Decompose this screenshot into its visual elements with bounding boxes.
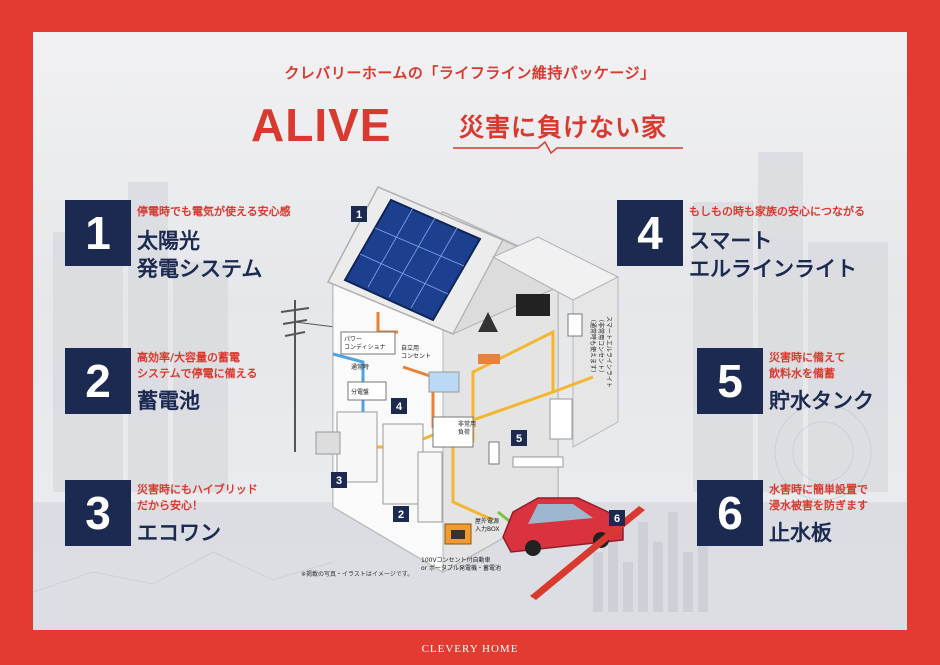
diagram-label: （非常用コンセント） bbox=[597, 316, 605, 376]
diagram-marker-5: 5 bbox=[516, 433, 522, 445]
diagram-marker-3: 3 bbox=[336, 475, 342, 487]
feature-title: 蓄電池 bbox=[137, 389, 200, 413]
diagram-marker-6: 6 bbox=[614, 513, 620, 525]
feature-number-2: 2 bbox=[65, 348, 131, 414]
diagram-marker-1: 1 bbox=[356, 209, 362, 221]
feature-caption: 浸水被害を防ぎます bbox=[769, 499, 868, 512]
diagram-label: パワー bbox=[344, 336, 362, 343]
tagline: 災害に負けない家 bbox=[459, 113, 668, 142]
diagram-marker-2: 2 bbox=[398, 509, 404, 521]
feature-title: エルラインライト bbox=[689, 257, 857, 281]
diagram-marker-4: 4 bbox=[396, 401, 403, 413]
diagram-label: コンセント bbox=[401, 353, 431, 360]
feature-caption: 停電時でも電気が使える安心感 bbox=[137, 205, 291, 218]
feature-title: 止水板 bbox=[769, 521, 832, 545]
feature-caption: もしもの時も家族の安心につながる bbox=[689, 205, 865, 218]
feature-title: 発電システム bbox=[137, 257, 263, 281]
feature-title: スマート bbox=[689, 229, 773, 253]
diagram-label: 非常用 bbox=[458, 420, 476, 428]
feature-title: 太陽光 bbox=[137, 229, 200, 253]
house-body bbox=[326, 186, 620, 573]
feature-caption: だから安心！ bbox=[137, 499, 203, 512]
diagram-label: 通常時 bbox=[351, 363, 369, 371]
feature-caption: システムで停電に備える bbox=[137, 367, 258, 380]
feature-number-1: 1 bbox=[65, 200, 131, 266]
brand-word: ALIVE bbox=[251, 99, 392, 151]
feature-title: エコワン bbox=[137, 521, 221, 545]
solar-panel bbox=[343, 198, 482, 322]
feature-caption: 水害時に簡単設置で bbox=[769, 483, 868, 496]
feature-caption: 災害時に備えて bbox=[769, 351, 846, 364]
diagram-label: （通常時も使えます） bbox=[589, 316, 597, 376]
diagram-label: コンディショナ bbox=[344, 343, 386, 351]
feature-number-5: 5 bbox=[697, 348, 763, 414]
feature-title: 貯水タンク bbox=[769, 389, 874, 413]
package-subtitle: クレバリーホームの「ライフライン維持パッケージ」 bbox=[284, 64, 656, 82]
feature-caption: 災害時にもハイブリッド bbox=[137, 483, 258, 496]
feature-number-6: 6 bbox=[697, 480, 763, 546]
car bbox=[502, 497, 624, 556]
feature-caption: 高効率/大容量の蓄電 bbox=[137, 351, 241, 364]
diagram-label: 負荷 bbox=[458, 428, 470, 436]
image-disclaimer: ※掲載の写真・イラストはイメージです。 bbox=[301, 571, 414, 578]
feature-number-4: 4 bbox=[617, 200, 683, 266]
house-components bbox=[315, 294, 583, 523]
diagram-label: 入力BOX bbox=[475, 525, 499, 533]
portable-generator bbox=[444, 523, 472, 545]
diagram-markers: 1 2 3 4 5 6 bbox=[331, 206, 625, 526]
utility-pole bbox=[280, 300, 344, 452]
poster-panel: クレバリーホームの「ライフライン維持パッケージ」 ALIVE 災害に負けない家 … bbox=[33, 32, 907, 630]
diagram-label: 屋外電源 bbox=[475, 517, 499, 525]
footer-brand: CLEVERY HOME bbox=[421, 643, 519, 655]
diagram-label: 分電盤 bbox=[351, 388, 369, 396]
feature-caption: 飲料水を備蓄 bbox=[769, 367, 835, 380]
diagram-label: or ポータブル発電機・蓄電池 bbox=[421, 564, 501, 572]
feature-number-3: 3 bbox=[65, 480, 131, 546]
house-diagram: 1 2 3 4 5 6 パワー コンディショナ 自立用 コンセント 通常時 分電… bbox=[280, 186, 645, 600]
diagram-label: 自立用 bbox=[401, 344, 419, 352]
flood-barrier bbox=[530, 506, 645, 600]
diagram-label: スマートエルラインライト bbox=[605, 316, 612, 388]
diagram-label: 100Vコンセント付自動車 bbox=[421, 556, 491, 564]
tagline-pulse-line bbox=[453, 140, 683, 154]
